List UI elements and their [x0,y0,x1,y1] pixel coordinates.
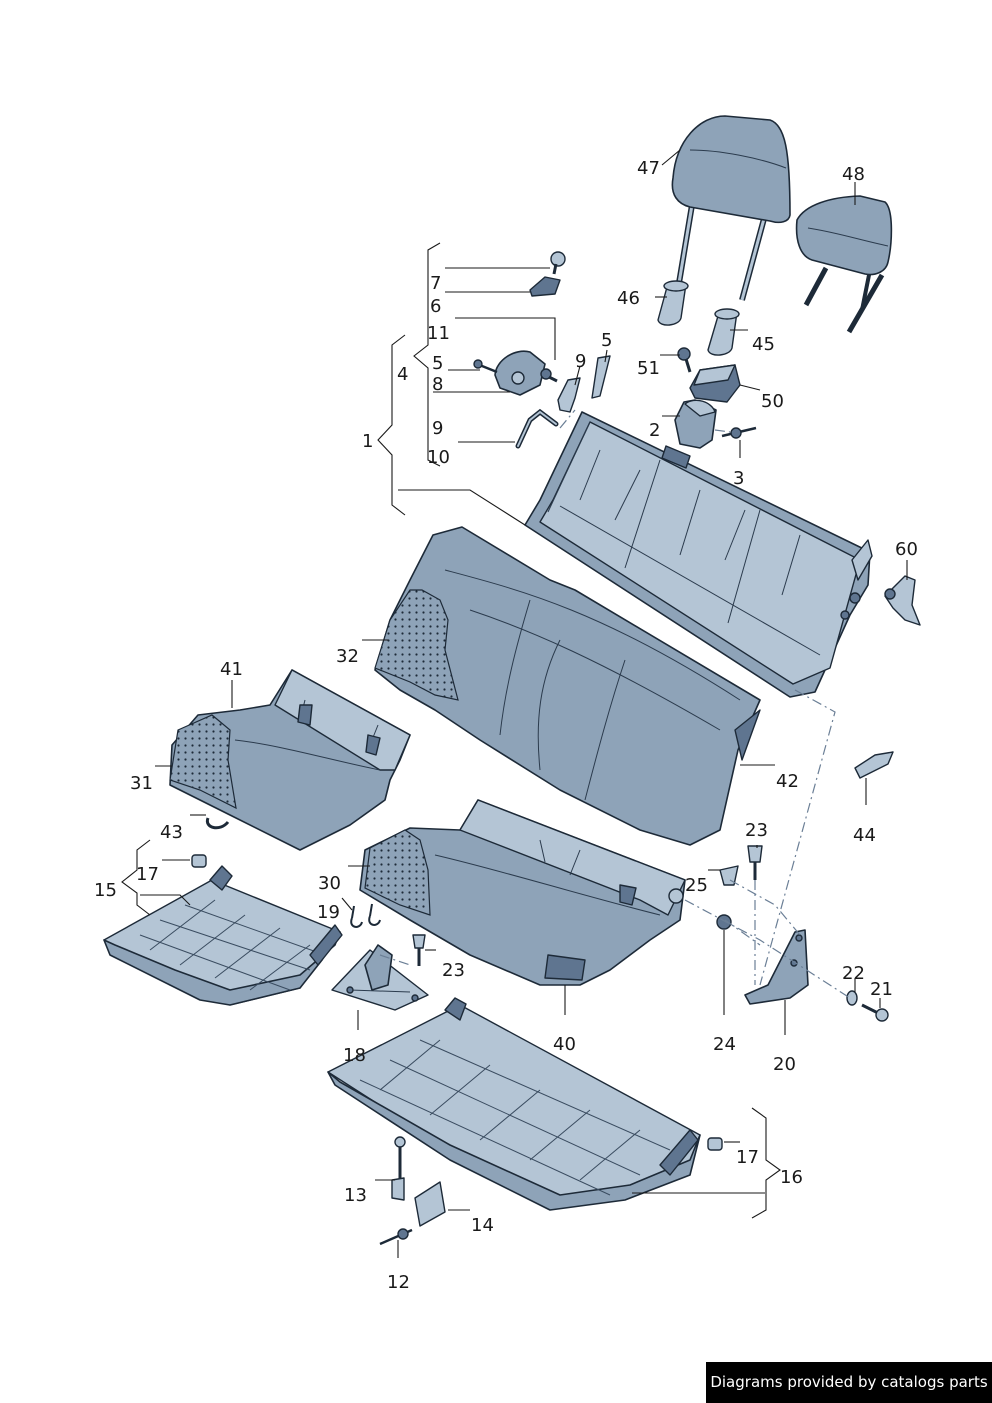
screw-5b [540,368,558,383]
label-7: 7 [430,273,441,294]
callout-labels: 47 48 7 6 46 11 5 5 4 9 8 51 45 50 1 9 2… [94,158,918,1293]
headrest-47 [671,115,791,301]
clip-7 [550,251,566,275]
label-9-bottom: 9 [432,418,443,439]
label-48: 48 [842,164,865,185]
label-12: 12 [387,1272,410,1293]
leader-lines [121,149,908,1258]
seat-frame-16 [327,997,701,1211]
label-17-right: 17 [736,1147,759,1168]
label-32: 32 [336,646,359,667]
backrest-cover-42 [374,526,761,846]
plug-17b [707,1137,723,1151]
label-2: 2 [649,420,660,441]
label-16: 16 [780,1167,803,1188]
label-23-left: 23 [442,960,465,981]
label-19: 19 [317,902,340,923]
label-18: 18 [343,1045,366,1066]
screw-3 [721,426,757,439]
label-4: 4 [397,364,408,385]
label-21: 21 [870,979,893,1000]
label-43: 43 [160,822,183,843]
assembly-lines [379,409,851,999]
bushing-24 [716,914,732,930]
label-11: 11 [427,323,450,344]
lever-9 [557,377,581,413]
label-60: 60 [895,539,918,560]
pin-5 [591,355,611,399]
screw-5a [473,359,498,374]
label-8: 8 [432,374,443,395]
latch-13 [391,1136,406,1201]
label-40: 40 [553,1034,576,1055]
bolt-21 [861,1003,889,1022]
label-41: 41 [220,659,243,680]
plate-14 [414,1181,446,1227]
label-50: 50 [761,391,784,412]
bolt-23a [747,845,763,880]
mounting-bracket-18 [331,944,429,1011]
bolt-23b [412,934,426,966]
cover-6 [529,276,561,297]
handle-housing-11 [494,350,546,396]
label-22: 22 [842,963,865,984]
label-17-left: 17 [136,864,159,885]
label-5-top: 5 [601,330,612,351]
label-6: 6 [430,296,441,317]
bracket-50 [689,364,741,403]
label-45: 45 [752,334,775,355]
label-15: 15 [94,880,117,901]
label-30: 30 [318,873,341,894]
guide-sleeve-46 [657,280,689,326]
label-14: 14 [471,1215,494,1236]
screw-51 [677,347,692,373]
hinge-2 [674,399,717,449]
label-46: 46 [617,288,640,309]
backrest-frame-1 [524,411,873,698]
label-5-left: 5 [432,353,443,374]
clip-44 [854,751,894,779]
clip-43 [205,817,230,830]
label-23-right: 23 [745,820,768,841]
label-20: 20 [773,1054,796,1075]
label-42: 42 [776,771,799,792]
headrest-48 [795,195,893,334]
seat-cushion-41 [169,669,411,851]
rod-10 [515,408,559,449]
guide-sleeve-45 [707,308,740,356]
plug-17a [191,854,207,868]
label-9-top: 9 [575,351,586,372]
label-1: 1 [362,431,373,452]
credit-footer: Diagrams provided by catalogs parts [706,1362,992,1403]
bracket-60 [884,575,921,626]
seat-frame-15 [103,865,343,1006]
label-51: 51 [637,358,660,379]
label-25: 25 [685,875,708,896]
label-44: 44 [853,825,876,846]
label-24: 24 [713,1034,736,1055]
label-13: 13 [344,1185,367,1206]
washer-22 [846,990,858,1006]
plug-25 [668,888,684,904]
label-47: 47 [637,158,660,179]
seat-cushion-40 [359,799,686,986]
spring-clips-19 [350,903,381,928]
label-10: 10 [427,447,450,468]
credit-text: Diagrams provided by catalogs parts [710,1373,988,1391]
label-3: 3 [733,468,744,489]
label-31: 31 [130,773,153,794]
screw-12 [379,1228,413,1246]
bushing-25 [719,865,739,886]
